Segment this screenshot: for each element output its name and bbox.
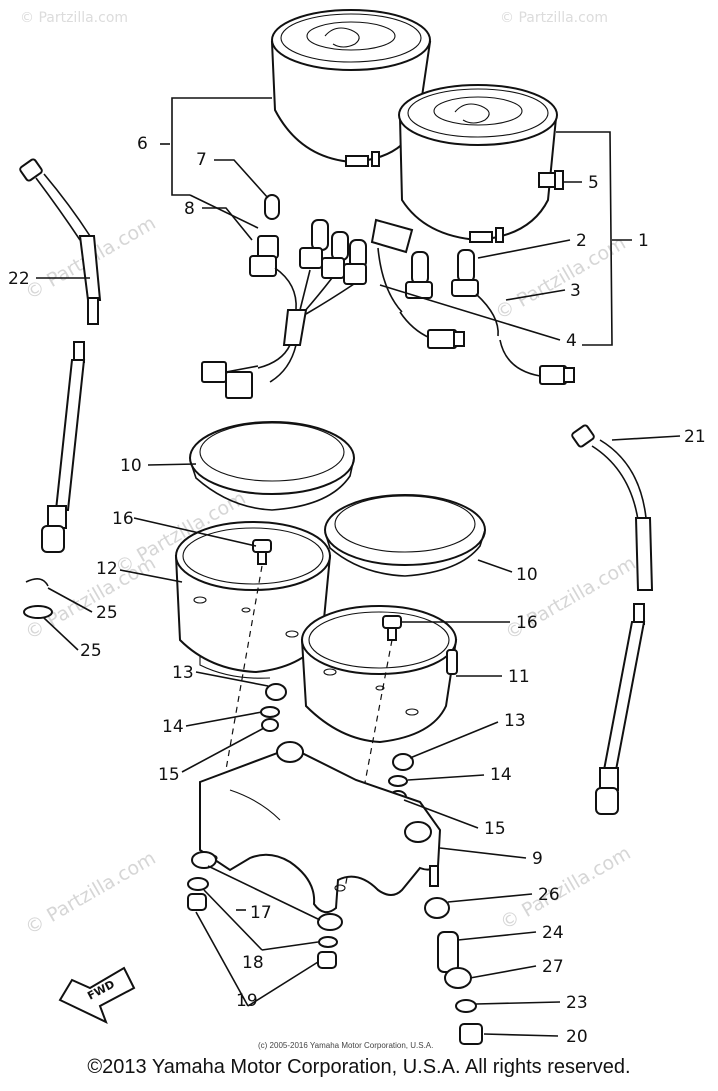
callout-label: 11 [508, 667, 530, 687]
washer-ring [23, 605, 53, 619]
callout-label: 23 [566, 993, 588, 1013]
mount-hardware-left [209, 565, 287, 861]
callout-label: 22 [8, 269, 30, 289]
callout-label: 14 [162, 717, 184, 737]
callout-label: 8 [184, 199, 195, 219]
tachometer-cable [571, 424, 654, 815]
watermark: © Partzilla.com [497, 842, 635, 934]
callout-label: 20 [566, 1027, 588, 1047]
callout-label: 3 [570, 281, 581, 301]
callout-label: 16 [516, 613, 538, 633]
speedometer-assembly [270, 9, 432, 167]
tachometer-assembly [398, 84, 564, 243]
callout-label: 14 [490, 765, 512, 785]
callout-label: 13 [172, 663, 194, 683]
callout-label: 17 [250, 903, 272, 923]
speedometer-cable [19, 158, 102, 553]
bezel-rings [189, 421, 486, 577]
callout-label: 7 [196, 150, 207, 170]
callout-label: 24 [542, 923, 564, 943]
callout-label: 18 [242, 953, 264, 973]
callout-label: 1 [638, 231, 649, 251]
watermark: © Partzilla.com [500, 10, 608, 26]
callout-label: 26 [538, 885, 560, 905]
callout-label: 4 [566, 331, 577, 351]
callout-label: 5 [588, 173, 599, 193]
meter-case [300, 605, 458, 744]
watermark: © Partzilla.com [20, 10, 128, 26]
fwd-arrow: FWD [58, 966, 136, 1024]
clip [25, 578, 49, 587]
callout-label: 19 [236, 991, 258, 1011]
callout-label: 9 [532, 849, 543, 869]
callout-label: 15 [484, 819, 506, 839]
callout-label: 10 [120, 456, 142, 476]
leader-lines [36, 97, 681, 1037]
callout-label: 6 [137, 134, 148, 154]
watermark: © Partzilla.com [22, 847, 160, 939]
bracket-hardware [187, 851, 343, 969]
callout-label: 10 [516, 565, 538, 585]
callout-label: 16 [112, 509, 134, 529]
callout-labels: 6 7 8 5 2 1 3 4 22 21 10 10 16 16 12 11 … [8, 134, 706, 1047]
small-copyright: (c) 2005-2016 Yamaha Motor Corporation, … [258, 1041, 433, 1050]
callout-label: 25 [96, 603, 118, 623]
callout-label: 25 [80, 641, 102, 661]
callout-label: 27 [542, 957, 564, 977]
callout-label: 21 [684, 427, 706, 447]
callout-label: 13 [504, 711, 526, 731]
callout-label: 12 [96, 559, 118, 579]
callout-label: 2 [576, 231, 587, 251]
footer-copyright: ©2013 Yamaha Motor Corporation, U.S.A. A… [87, 1056, 631, 1078]
watermark: © Partzilla.com [492, 232, 630, 324]
callout-label: 15 [158, 765, 180, 785]
wiring-harness [201, 194, 575, 399]
damper-hardware [424, 897, 483, 1045]
